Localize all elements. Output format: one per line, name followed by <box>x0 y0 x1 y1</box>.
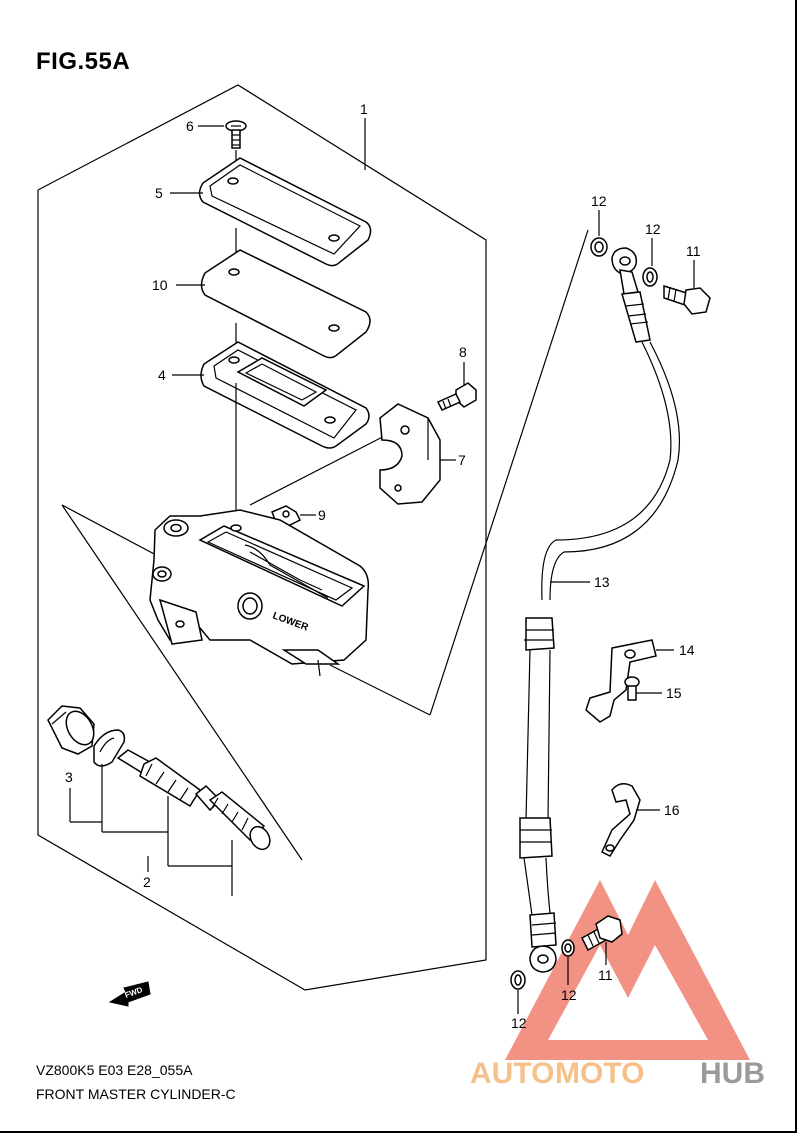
watermark-text-hub: HUB <box>700 1057 765 1090</box>
callout-6: 6 <box>186 118 194 134</box>
plate-part-10 <box>200 249 371 359</box>
callout-7: 7 <box>458 452 466 468</box>
callout-3: 3 <box>65 769 73 785</box>
bracket-part-14 <box>585 639 657 723</box>
callout-12-bottom-right: 12 <box>561 987 577 1003</box>
watermark-logo <box>505 880 750 1060</box>
watermark-text-moto: MOTO <box>555 1057 644 1090</box>
callout-10: 10 <box>152 277 168 293</box>
banjo-bolt-11-top <box>663 284 711 315</box>
washer-12-bottom-right <box>561 939 575 957</box>
reservoir-cap-part-5 <box>198 157 372 267</box>
assembly-outline <box>37 84 589 991</box>
screw-part-6 <box>225 120 247 149</box>
washer-12-bottom-left <box>510 970 526 990</box>
callout-14: 14 <box>679 642 695 658</box>
callout-11-bottom: 11 <box>598 967 613 983</box>
diaphragm-part-4 <box>200 341 370 449</box>
master-cylinder-body <box>149 509 370 677</box>
callout-11-top: 11 <box>686 243 701 259</box>
callout-12-top-right: 12 <box>645 221 661 237</box>
piston-spring-assembly <box>116 749 271 851</box>
forward-arrow-icon <box>108 981 151 1007</box>
callout-13: 13 <box>594 574 610 590</box>
callout-16: 16 <box>664 802 680 818</box>
callout-12-top-left: 12 <box>591 193 607 209</box>
washer-12-top-right <box>642 267 658 287</box>
washer-12-top-left <box>590 237 608 257</box>
diagram-code: VZ800K5 E03 E28_055A <box>36 1062 193 1078</box>
boot-part-3 <box>47 705 95 755</box>
watermark-text-auto: AUTO <box>470 1057 554 1090</box>
bolt-part-15 <box>624 676 640 701</box>
callout-4: 4 <box>158 367 166 383</box>
clamp-part-16 <box>601 783 641 857</box>
figure-title: FIG.55A <box>36 48 131 75</box>
callout-5: 5 <box>155 185 163 201</box>
callout-9: 9 <box>318 507 326 523</box>
circlip <box>93 729 126 767</box>
callout-15: 15 <box>666 685 682 701</box>
banjo-bolt-11-bottom <box>581 915 623 952</box>
callout-2: 2 <box>143 874 151 890</box>
callout-1: 1 <box>360 101 368 117</box>
diagram-name: FRONT MASTER CYLINDER-C <box>36 1086 236 1102</box>
callout-8: 8 <box>459 344 467 360</box>
clamp-part-7 <box>379 403 441 505</box>
brake-hose-part-13 <box>519 247 681 973</box>
callout-12-bottom-left: 12 <box>511 1015 527 1031</box>
bolt-part-8 <box>436 382 477 411</box>
leader-lines <box>69 118 695 1014</box>
